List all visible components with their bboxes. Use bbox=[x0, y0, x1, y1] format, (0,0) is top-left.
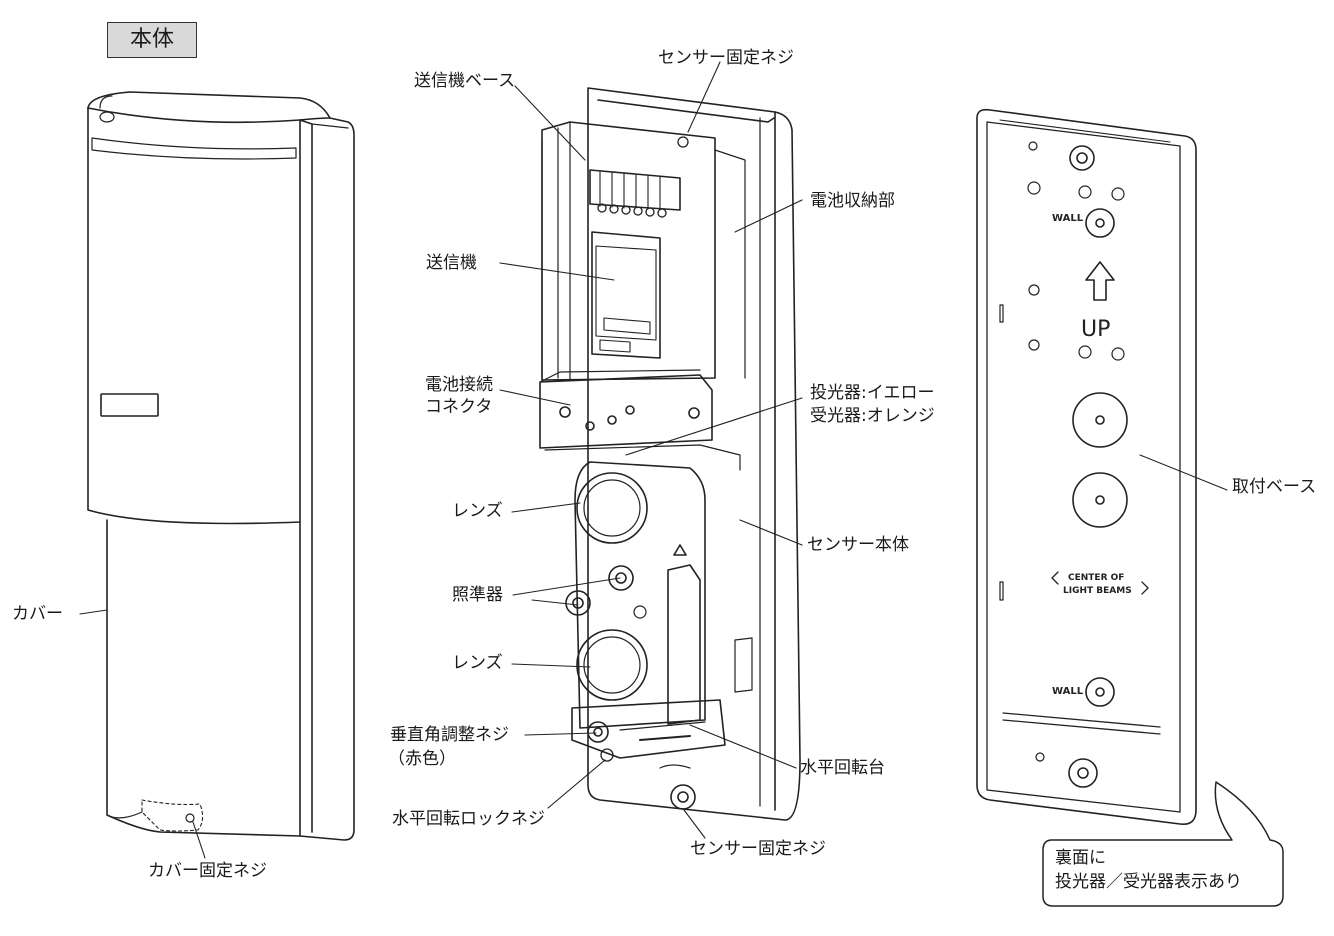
cover-illustration bbox=[87, 91, 355, 841]
callout-line-1: 裏面に bbox=[1055, 848, 1106, 868]
label-cover: カバー bbox=[12, 604, 63, 624]
label-lens-bottom: レンズ bbox=[452, 653, 503, 673]
label-sensor-body: センサー本体 bbox=[807, 535, 909, 555]
label-transmitter: 送信機 bbox=[426, 253, 477, 273]
leader-lines bbox=[79, 61, 1228, 859]
callout-note: 裏面に 投光器／受光器表示あり bbox=[1043, 840, 1283, 906]
label-horizontal-lock-screw: 水平回転ロックネジ bbox=[392, 809, 545, 829]
label-projector: 投光器:イエロー bbox=[810, 383, 935, 403]
label-sight: 照準器 bbox=[452, 585, 503, 605]
label-battery-connector-1: 電池接続 bbox=[425, 375, 493, 395]
title-badge: 本体 bbox=[107, 22, 197, 58]
callout-line-2: 投光器／受光器表示あり bbox=[1055, 872, 1242, 892]
label-lens-top: レンズ bbox=[452, 501, 503, 521]
center-mark-line1: CENTER OF bbox=[1068, 573, 1124, 583]
label-horizontal-table: 水平回転台 bbox=[800, 758, 885, 778]
mounting-base-illustration bbox=[976, 108, 1197, 826]
center-mark-line2: LIGHT BEAMS bbox=[1063, 586, 1132, 596]
label-mounting-base: 取付ベース bbox=[1232, 477, 1317, 497]
label-sensor-screw-bottom: センサー固定ネジ bbox=[690, 839, 826, 859]
label-transmitter-base: 送信機ベース bbox=[414, 71, 516, 91]
label-battery-connector-2: コネクタ bbox=[425, 397, 493, 417]
label-vertical-screw-2: （赤色） bbox=[388, 749, 456, 769]
label-vertical-screw-1: 垂直角調整ネジ bbox=[390, 725, 509, 745]
sensor-illustration bbox=[539, 87, 801, 821]
callout-bubble bbox=[1042, 781, 1284, 907]
label-cover-screw: カバー固定ネジ bbox=[148, 861, 267, 881]
label-sensor-screw-top: センサー固定ネジ bbox=[658, 48, 794, 68]
label-receiver: 受光器:オレンジ bbox=[810, 406, 935, 426]
up-mark: UP bbox=[1081, 317, 1110, 342]
wall-mark-bottom: WALL bbox=[1052, 686, 1084, 697]
label-battery-compartment: 電池収納部 bbox=[810, 191, 895, 211]
wall-mark-top: WALL bbox=[1052, 213, 1084, 224]
